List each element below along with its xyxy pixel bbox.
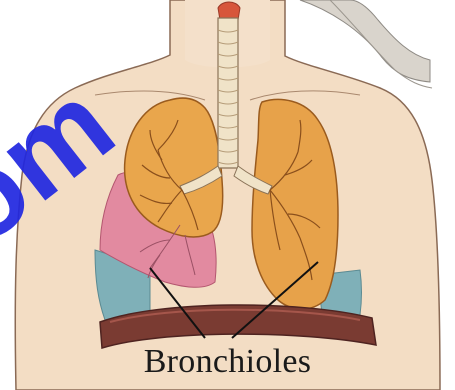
bronchioles-label: Bronchioles <box>0 342 455 382</box>
trachea <box>218 18 238 168</box>
larynx <box>218 2 240 20</box>
